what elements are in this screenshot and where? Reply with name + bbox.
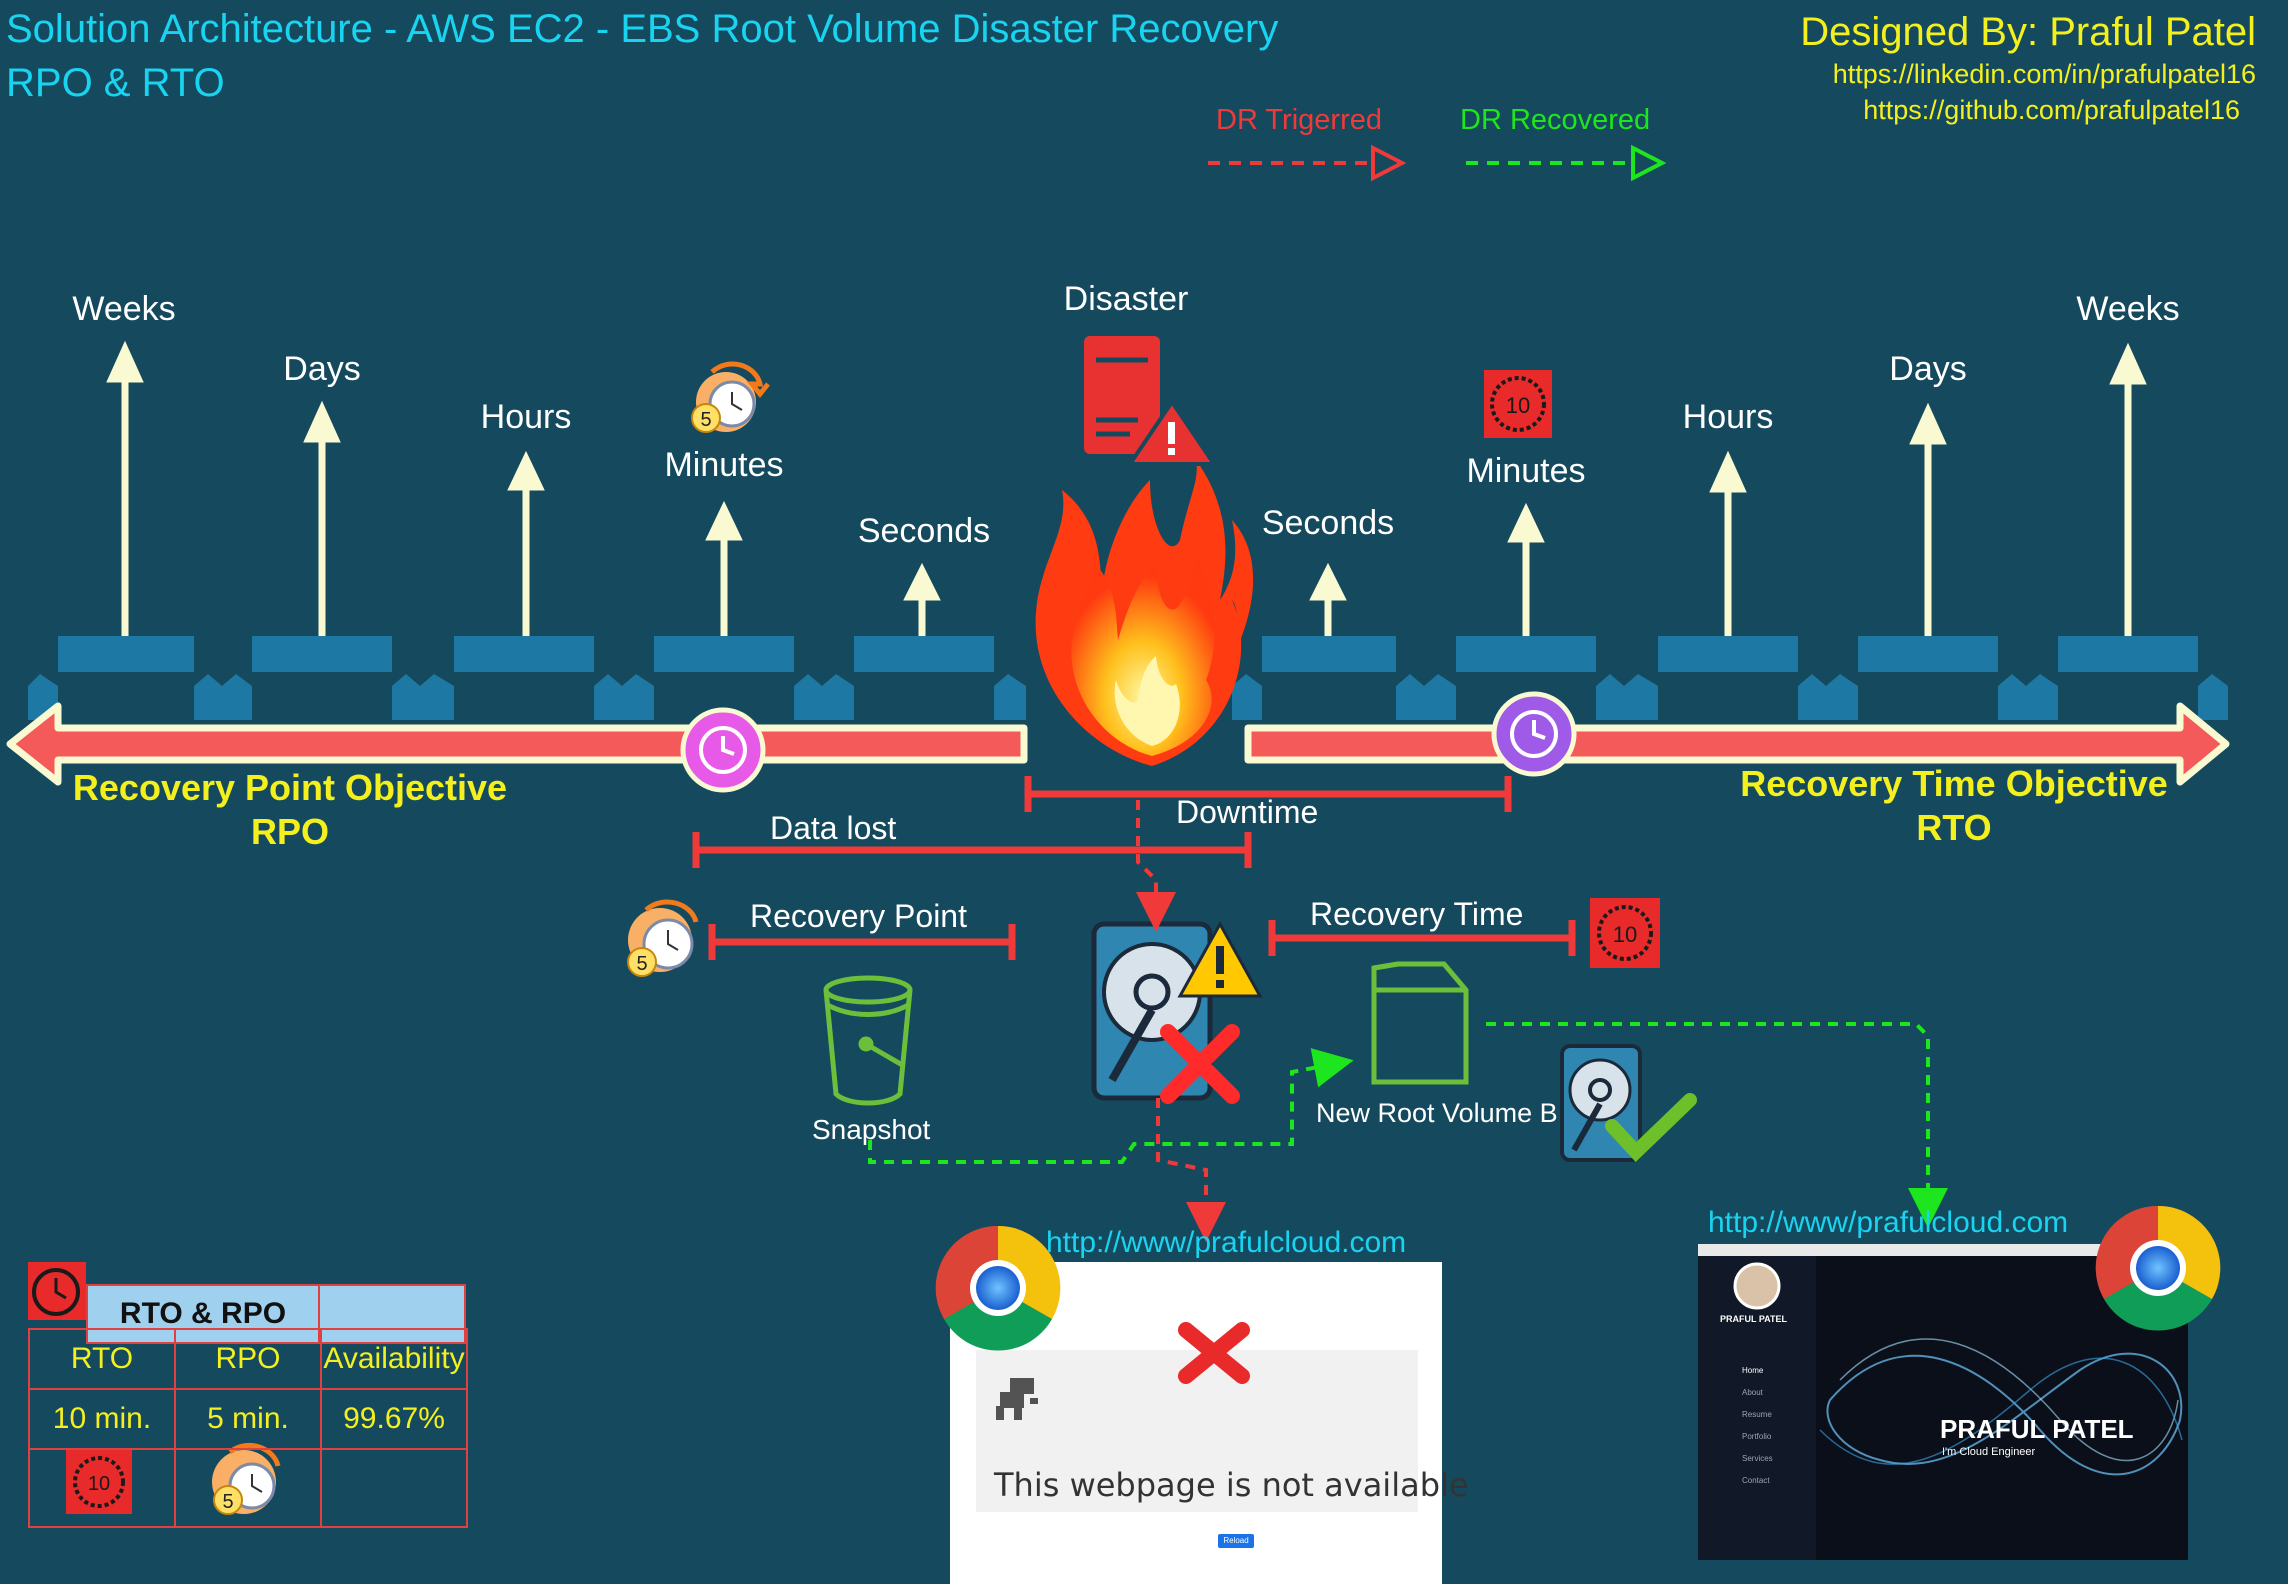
label-recovery-time: Recovery Time: [1310, 896, 1524, 932]
table-val-rpo: 5 min.: [174, 1388, 322, 1450]
recovered-site-url[interactable]: http://www/prafulcloud.com: [1708, 1206, 2069, 1239]
five-minute-stopwatch-icon: 5: [691, 361, 770, 433]
designer-block: Designed By: Praful Patel https://linked…: [1800, 8, 2256, 128]
recovered-disk-icon: [1560, 1044, 1697, 1163]
github-link[interactable]: https://github.com/prafulpatel16: [1863, 95, 2240, 125]
rpo-clock-icon: [680, 707, 766, 793]
table-icon-rpo: [174, 1448, 322, 1528]
label-left-days: Days: [283, 350, 361, 388]
rpo-timeline-arrow: [6, 702, 1028, 786]
recovery-point-stopwatch-icon: 5: [627, 899, 699, 977]
label-left-hours: Hours: [480, 398, 572, 436]
diagram-title: Solution Architecture - AWS EC2 - EBS Ro…: [6, 2, 1278, 110]
label-left-weeks: Weeks: [72, 290, 176, 328]
rpo-title: Recovery Point Objective RPO: [73, 766, 507, 854]
table-col-rpo: RPO: [174, 1328, 322, 1390]
table-icon-rto: [28, 1448, 176, 1528]
failed-site-panel: [950, 1262, 1442, 1584]
ten-minute-timer-icon: 10: [1484, 370, 1552, 438]
nav-item-home[interactable]: Home: [1742, 1366, 1764, 1375]
timeline-blocks: [28, 636, 2228, 720]
label-right-weeks: Weeks: [2076, 290, 2180, 328]
recovery-time-span: [1268, 920, 1576, 956]
recovered-site-name: PRAFUL PATEL: [1940, 1414, 2134, 1444]
chrome-icon: [935, 1225, 1061, 1351]
table-col-rto: RTO: [28, 1328, 176, 1390]
label-new-root-volume: New Root Volume B: [1316, 1098, 1558, 1128]
label-right-days: Days: [1889, 350, 1967, 388]
disaster-server-icon: [1084, 336, 1218, 466]
table-clock-icon: [28, 1262, 86, 1320]
rto-title-text: Recovery Time Objective: [1740, 763, 2168, 804]
failed-disk-icon: [1091, 920, 1263, 1104]
title-line-2: RPO & RTO: [6, 61, 225, 105]
label-disaster: Disaster: [1063, 280, 1189, 318]
rpo-title-text: Recovery Point Objective: [72, 767, 508, 808]
rto-clock-icon: [1491, 691, 1577, 777]
recovered-site-nav: Home About Resume Portfolio Services Con…: [1742, 1360, 1773, 1492]
dr-triggered-path: [1136, 800, 1226, 1242]
recovery-point-span: [708, 924, 1016, 960]
rto-abbr: RTO: [1916, 807, 1992, 848]
table-val-rto: 10 min.: [28, 1388, 176, 1450]
label-right-hours: Hours: [1682, 398, 1774, 436]
data-lost-span: [692, 832, 1252, 868]
dino-icon: [996, 1378, 1038, 1420]
failed-site-url[interactable]: http://www/prafulcloud.com: [1046, 1226, 1407, 1259]
chrome-icon-recovered: [2095, 1205, 2221, 1331]
dr-recovered-path: [868, 1022, 1948, 1228]
title-line-1: Solution Architecture - AWS EC2 - EBS Ro…: [6, 7, 1279, 51]
recovered-site-sidebar-name: PRAFUL PATEL: [1720, 1314, 1787, 1324]
nav-item-services[interactable]: Services: [1742, 1454, 1773, 1463]
failed-site-message: This webpage is not available: [994, 1466, 1469, 1504]
recovered-site-tagline: I'm Cloud Engineer: [1942, 1446, 2036, 1458]
nav-item-about[interactable]: About: [1742, 1388, 1763, 1397]
linkedin-link[interactable]: https://linkedin.com/in/prafulpatel16: [1832, 59, 2256, 89]
table-header: RTO & RPO: [86, 1284, 320, 1344]
table-val-availability: 99.67%: [320, 1388, 468, 1450]
label-data-lost: Data lost: [770, 810, 897, 846]
label-recovery-point: Recovery Point: [750, 898, 967, 934]
legend-dr-recovered: DR Recovered: [1460, 104, 1651, 136]
recovery-time-ten-text: 10: [1613, 922, 1637, 947]
label-left-seconds: Seconds: [857, 512, 991, 550]
rto-rpo-grid: RTO RPO Availability 10 min. 5 min. 99.6…: [28, 1328, 468, 1528]
table-icon-empty: [320, 1448, 468, 1528]
table-col-availability: Availability: [320, 1328, 468, 1390]
nav-item-portfolio[interactable]: Portfolio: [1742, 1432, 1772, 1441]
designer-name: Designed By: Praful Patel: [1800, 10, 2256, 54]
label-downtime: Downtime: [1176, 794, 1319, 830]
reload-button[interactable]: Reload: [1223, 1536, 1249, 1545]
legend-recovered-arrow: [1466, 144, 1667, 182]
label-right-seconds: Seconds: [1261, 504, 1395, 542]
rto-timeline-arrow: [1244, 702, 2230, 786]
snapshot-bucket-icon: [823, 975, 913, 1106]
five-badge-text: 5: [700, 409, 711, 431]
rto-title: Recovery Time Objective RTO: [1740, 762, 2168, 850]
recovery-time-timer-icon: 10: [1590, 898, 1660, 968]
ten-badge-text: 10: [1506, 393, 1530, 418]
new-root-volume-icon: [1371, 961, 1469, 1085]
disaster-fire-icon: [1035, 460, 1254, 766]
nav-item-resume[interactable]: Resume: [1742, 1410, 1772, 1419]
label-right-minutes: Minutes: [1466, 452, 1586, 490]
downtime-span: [1024, 776, 1512, 812]
timeline-up-arrows: [106, 340, 2147, 636]
label-snapshot: Snapshot: [812, 1114, 931, 1145]
nav-item-contact[interactable]: Contact: [1742, 1476, 1770, 1485]
rpo-abbr: RPO: [250, 811, 330, 852]
legend-triggered-arrow: [1208, 144, 1407, 182]
label-left-minutes: Minutes: [664, 446, 784, 484]
legend-dr-triggered: DR Trigerred: [1216, 104, 1382, 136]
recovery-point-five-text: 5: [636, 953, 647, 975]
